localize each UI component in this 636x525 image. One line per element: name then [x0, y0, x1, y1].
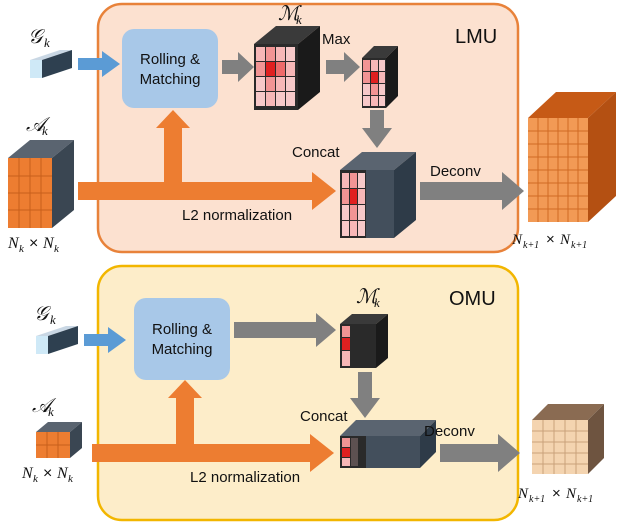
svg-text:×: × — [552, 485, 561, 502]
lmu-rolling-label-1: Rolling & — [140, 51, 200, 68]
omu-title: OMU — [449, 288, 496, 310]
svg-text:k: k — [54, 243, 60, 255]
omu-a-symbol: 𝒜 — [32, 395, 57, 417]
svg-text:N: N — [559, 232, 571, 248]
lmu-rolling-label-2: Matching — [140, 71, 201, 88]
lmu-input-size: N k × N k — [7, 235, 60, 255]
lmu-deconv-label: Deconv — [430, 163, 481, 180]
omu-gray-arrow-down — [350, 372, 380, 418]
omu-m-sub: k — [374, 295, 380, 310]
lmu-title: LMU — [455, 26, 497, 48]
lmu-g-sub: k — [44, 35, 50, 50]
lmu-g-input — [30, 50, 72, 78]
lmu-output-cube — [528, 92, 616, 222]
lmu-max-cube — [362, 46, 398, 108]
omu-rolling-label-1: Rolling & — [152, 321, 212, 338]
svg-text:N: N — [7, 235, 20, 252]
lmu-orange-arrow — [78, 110, 336, 210]
lmu-blue-arrow — [78, 51, 120, 77]
svg-text:N: N — [517, 486, 529, 502]
lmu-l2-label: L2 normalization — [182, 207, 292, 224]
omu-g-input — [36, 326, 78, 354]
svg-text:k: k — [68, 473, 74, 485]
svg-text:×: × — [43, 465, 52, 482]
omu-m-cube — [340, 314, 388, 368]
omu-deconv-arrow — [440, 434, 520, 472]
svg-text:×: × — [546, 231, 555, 248]
omu-rolling-matching-box — [134, 298, 230, 380]
lmu-concat-cube — [340, 152, 416, 238]
svg-text:k: k — [19, 243, 25, 255]
omu-input-size: N k × N k — [21, 465, 74, 485]
svg-text:k+1: k+1 — [529, 494, 545, 505]
omu-blue-arrow — [84, 327, 126, 353]
omu-output-size: N k+1 × N k+1 — [517, 485, 593, 505]
omu-a-cube — [36, 422, 82, 458]
lmu-deconv-arrow — [420, 172, 524, 210]
svg-text:k: k — [33, 473, 39, 485]
svg-text:N: N — [42, 235, 55, 252]
svg-text:N: N — [56, 465, 69, 482]
omu-deconv-label: Deconv — [424, 423, 475, 440]
omu-a-sub: k — [48, 404, 54, 419]
lmu-m-cube — [254, 26, 320, 110]
omu-orange-arrow — [92, 380, 334, 472]
lmu-max-label: Max — [322, 31, 351, 48]
lmu-gray-arrow-down — [362, 110, 392, 148]
svg-text:N: N — [565, 486, 577, 502]
omu-output-cube — [532, 404, 604, 474]
omu-concat-cube — [340, 420, 436, 468]
svg-text:k+1: k+1 — [523, 240, 539, 251]
lmu-rolling-matching-box — [122, 29, 218, 108]
svg-text:×: × — [29, 235, 38, 252]
svg-text:k+1: k+1 — [571, 240, 587, 251]
omu-m-symbol: ℳ — [356, 286, 380, 308]
svg-text:N: N — [21, 465, 34, 482]
svg-text:N: N — [511, 232, 523, 248]
omu-g-symbol: 𝒢 — [34, 303, 52, 325]
omu-g-sub: k — [50, 312, 56, 327]
lmu-a-symbol: 𝒜 — [26, 114, 51, 136]
lmu-concat-label: Concat — [292, 144, 340, 161]
lmu-g-symbol: 𝒢 — [28, 26, 46, 48]
omu-l2-label: L2 normalization — [190, 469, 300, 486]
omu-gray-arrow-1 — [234, 313, 336, 347]
lmu-output-size: N k+1 × N k+1 — [511, 231, 587, 251]
svg-text:k+1: k+1 — [577, 494, 593, 505]
lmu-a-sub: k — [42, 123, 48, 138]
omu-concat-label: Concat — [300, 408, 348, 425]
lmu-m-sub: k — [296, 12, 302, 27]
lmu-gray-arrow-1 — [222, 52, 254, 82]
lmu-gray-arrow-max — [326, 52, 360, 82]
lmu-a-cube — [8, 140, 74, 228]
lmu-m-symbol: ℳ — [278, 3, 302, 25]
omu-rolling-label-2: Matching — [152, 341, 213, 358]
